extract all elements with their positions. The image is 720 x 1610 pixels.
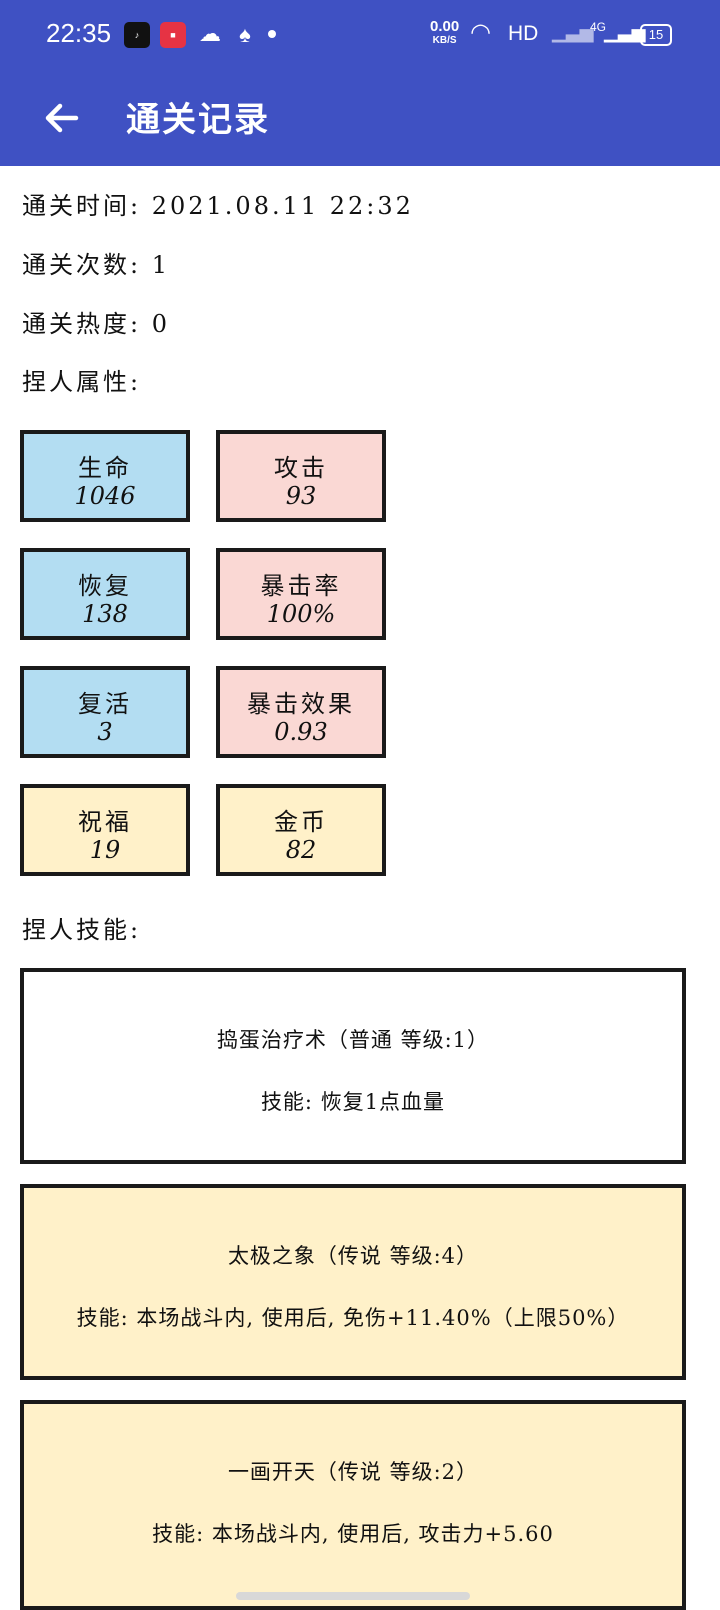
skill-description: 技能: 恢复1点血量 xyxy=(260,1090,446,1114)
attr-card-recovery: 恢复 138 xyxy=(20,548,190,640)
wifi-icon: ◠ xyxy=(470,19,491,46)
skills-section-title: 捏人技能: xyxy=(22,916,142,944)
skill-card: 一画开天（传说 等级:2） 技能: 本场战斗内, 使用后, 攻击力+5.60 xyxy=(20,1400,686,1610)
attributes-section-title: 捏人属性: xyxy=(22,368,142,396)
more-notifications-dot-icon xyxy=(268,30,276,38)
attr-label: 生命 xyxy=(78,454,132,482)
attr-value: 3 xyxy=(97,718,113,746)
attr-label: 暴击率 xyxy=(260,572,342,600)
signal-sim1-icon: ▁▃▅ xyxy=(552,22,594,42)
attr-value: 93 xyxy=(285,482,317,510)
attr-value: 100% xyxy=(266,600,336,628)
attr-card-crit-effect: 暴击效果 0.93 xyxy=(216,666,386,758)
signal-sim2-icon: ▁▃▅ xyxy=(604,22,646,42)
network-speed: 0.00 KB/S xyxy=(430,18,460,48)
attr-value: 82 xyxy=(285,836,317,864)
tiktok-notification-icon: ♪ xyxy=(124,22,150,48)
attr-card-gold: 金币 82 xyxy=(216,784,386,876)
network-type-label: 4G xyxy=(590,20,607,34)
attr-card-blessing: 祝福 19 xyxy=(20,784,190,876)
attr-label: 攻击 xyxy=(274,454,328,482)
attr-label: 复活 xyxy=(78,690,132,718)
attr-label: 暴击效果 xyxy=(247,690,355,718)
skill-title: 一画开天（传说 等级:2） xyxy=(227,1460,479,1484)
attr-card-hp: 生命 1046 xyxy=(20,430,190,522)
attr-value: 19 xyxy=(89,836,121,864)
app-bar: 通关记录 xyxy=(0,70,720,166)
attr-card-crit-rate: 暴击率 100% xyxy=(216,548,386,640)
skill-title: 捣蛋治疗术（普通 等级:1） xyxy=(216,1028,490,1052)
attr-value: 0.93 xyxy=(274,718,328,746)
network-speed-unit: KB/S xyxy=(432,35,457,46)
network-speed-value: 0.00 xyxy=(430,18,460,35)
skill-description: 技能: 本场战斗内, 使用后, 免伤+11.40%（上限50%） xyxy=(76,1306,630,1330)
attr-value: 1046 xyxy=(74,482,136,510)
status-bar: 22:35 ♪ ■ ☁ ♠ 0.00 KB/S ◠ HD ▁▃▅ 4G ▁▃▅ … xyxy=(0,0,720,70)
hd-voice-label: HD xyxy=(508,22,539,45)
skill-card: 太极之象（传说 等级:4） 技能: 本场战斗内, 使用后, 免伤+11.40%（… xyxy=(20,1184,686,1380)
status-time: 22:35 xyxy=(46,18,112,48)
skill-title: 太极之象（传说 等级:4） xyxy=(227,1244,479,1268)
battery-icon: 15 xyxy=(640,24,672,46)
skill-description: 技能: 本场战斗内, 使用后, 攻击力+5.60 xyxy=(152,1522,554,1546)
page-title: 通关记录 xyxy=(126,101,270,139)
attr-card-revive: 复活 3 xyxy=(20,666,190,758)
attr-label: 恢复 xyxy=(78,572,132,600)
clear-time: 通关时间: 2021.08.11 22:32 xyxy=(22,192,414,220)
skill-card: 捣蛋治疗术（普通 等级:1） 技能: 恢复1点血量 xyxy=(20,968,686,1164)
qq-notification-icon: ♠ xyxy=(239,22,251,47)
gesture-nav-handle[interactable] xyxy=(236,1592,470,1600)
shopping-app-notification-icon: ■ xyxy=(160,22,186,48)
wechat-notification-icon: ☁ xyxy=(199,21,221,46)
clear-heat: 通关热度: 0 xyxy=(22,310,170,338)
attr-card-attack: 攻击 93 xyxy=(216,430,386,522)
back-arrow-icon[interactable] xyxy=(40,96,84,140)
attr-label: 金币 xyxy=(274,808,328,836)
attr-label: 祝福 xyxy=(78,808,132,836)
clear-count: 通关次数: 1 xyxy=(22,251,170,279)
attr-value: 138 xyxy=(82,600,128,628)
